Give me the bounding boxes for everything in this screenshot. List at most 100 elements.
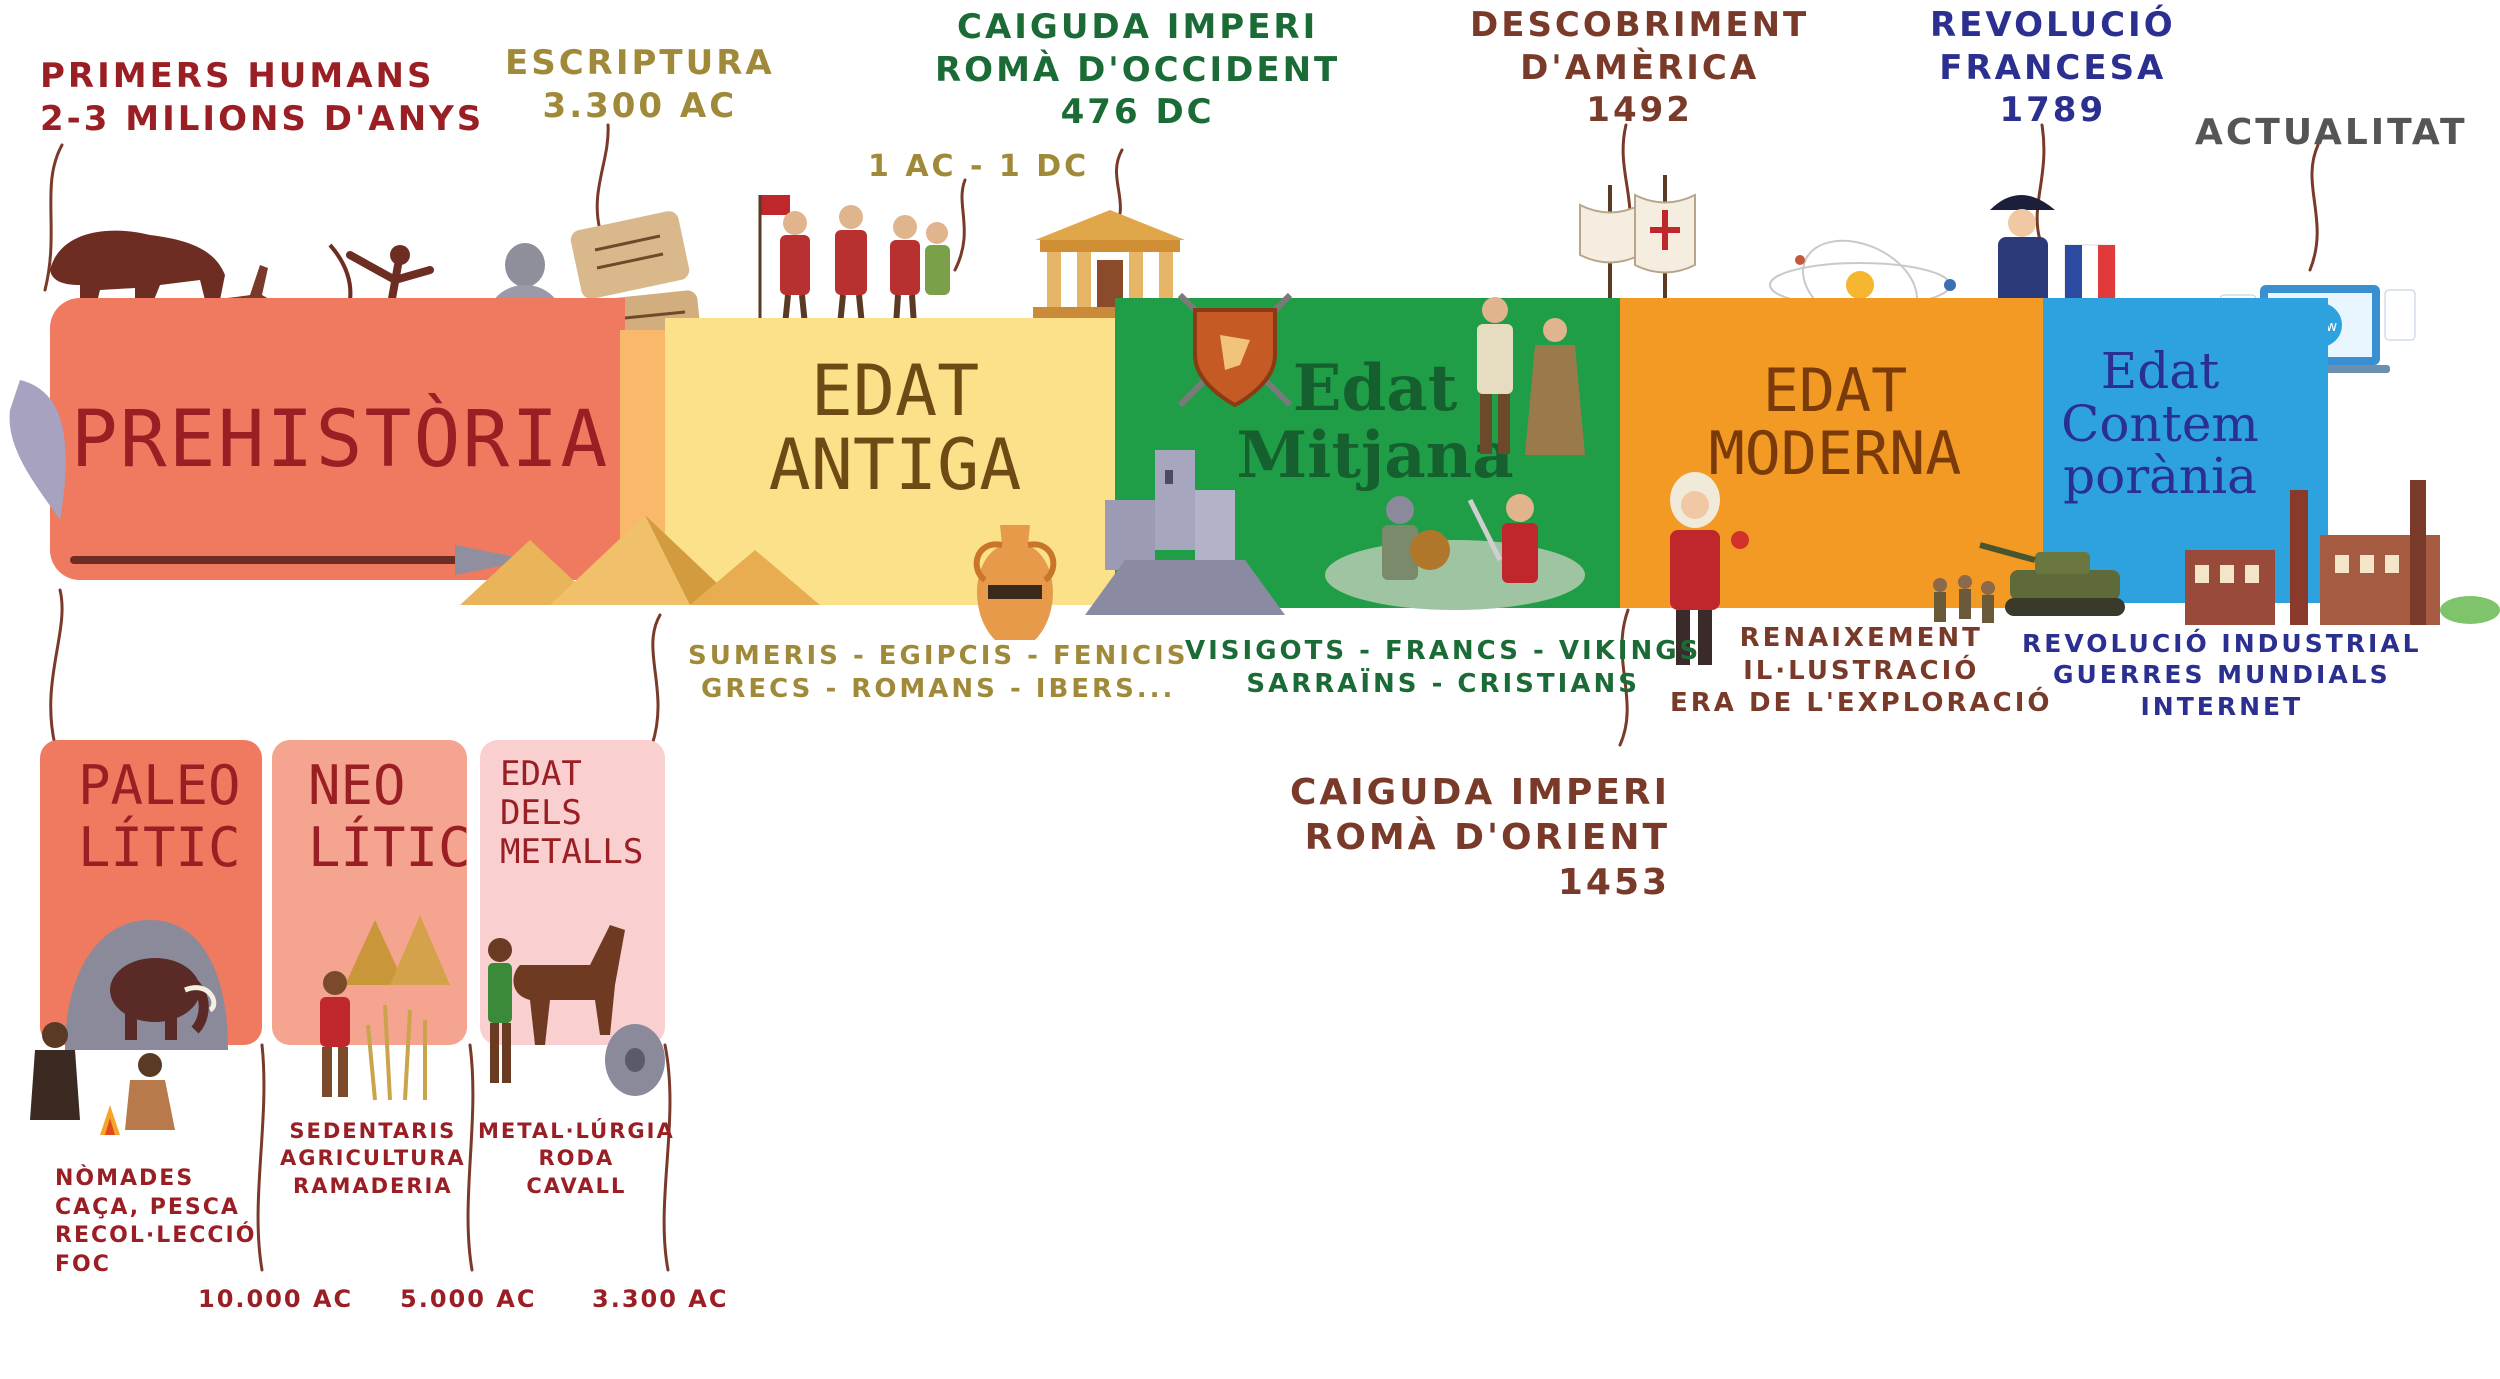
era-title-antiquity: EDAT ANTIGA: [695, 350, 1095, 502]
line-year-one: [953, 178, 967, 272]
desc-middle-ages-line1: Visigots - Francs - Vikings: [1185, 636, 1702, 666]
farmer-icon: [320, 971, 427, 1101]
metals-title-line1: EDAT: [500, 754, 582, 794]
subperiod-neolithic-title: NEO LÍTIC: [308, 754, 471, 880]
event-fall-west-line2: Romà d'Occident: [935, 49, 1341, 90]
cavemen-fire-icon: [30, 1022, 175, 1135]
event-fall-west: Caiguda imperi Romà d'Occident 476 DC: [935, 6, 1340, 134]
shield-crest-icon: [1177, 292, 1293, 408]
event-fall-east-line3: 1453: [1557, 862, 1671, 903]
desc-middle-ages-line2: Sarraïns - Cristians: [1246, 668, 1640, 699]
event-america-line2: d'Amèrica: [1520, 47, 1760, 88]
event-first-humans-line1: Primers humans: [40, 56, 435, 96]
desc-antiquity: Sumeris - Egipcis - Fenicis Grecs - Roma…: [688, 640, 1188, 705]
event-french-rev-line2: Francesa: [1939, 47, 2167, 88]
event-french-rev: Revolució Francesa 1789: [1930, 4, 2176, 132]
line-first-humans: [43, 143, 64, 292]
castle-icon: [1085, 450, 1285, 615]
desc-modern-line2: Il·lustració: [1743, 655, 1980, 686]
year-3300-ac: 3.300 AC: [592, 1285, 729, 1313]
neo-desc2: Agricultura: [280, 1146, 466, 1171]
paleo-desc3: Recol·lecció: [55, 1223, 257, 1249]
metals-desc3: Cavall: [526, 1173, 627, 1198]
desc-antiquity-line2: Grecs - Romans - Ibers...: [701, 673, 1176, 704]
event-fall-east: Caiguda imperi Romà d'Orient 1453: [1290, 770, 1670, 905]
neo-desc3: Ramaderia: [293, 1173, 453, 1198]
event-america-line1: Descobriment: [1470, 5, 1810, 45]
wheel-icon: [605, 1024, 665, 1096]
desc-contemporary-line2: Guerres mundials: [2052, 660, 2391, 690]
medieval-people-icon: [1477, 297, 1585, 455]
metals-title-line2: DELS: [500, 793, 582, 834]
subperiod-neolithic: [272, 740, 467, 1045]
line-5000: [466, 1043, 475, 1272]
desc-neolithic: Sedentaris Agricultura Ramaderia: [280, 1118, 466, 1200]
roman-soldiers-icon: [758, 195, 950, 326]
era-modern-line1: EDAT: [1762, 356, 1908, 426]
metals-desc1: Metal·lúrgia: [478, 1119, 675, 1143]
year-5000-ac: 5.000 AC: [400, 1285, 537, 1313]
line-french-rev: [2035, 123, 2046, 242]
era-contemporary-line3: porània: [2063, 447, 2257, 505]
desc-modern-line3: Era de l'exploració: [1670, 688, 2053, 718]
event-fall-east-line1: Caiguda imperi: [1290, 772, 1671, 813]
desc-modern-line1: Renaixement: [1739, 623, 1983, 653]
line-prehist-right: [650, 613, 662, 747]
era-modern-line2: MODERNA: [1708, 419, 1962, 489]
mammoth-cave-icon: [65, 920, 228, 1050]
newton-icon: [1670, 472, 1749, 665]
paleo-desc2: Caça, pesca: [55, 1194, 240, 1220]
paleo-desc1: Nòmades: [55, 1166, 195, 1191]
event-year-one: 1 AC - 1 DC: [868, 149, 1090, 184]
desc-metals: Metal·lúrgia Roda Cavall: [478, 1118, 675, 1200]
year-10000-ac: 10.000 AC: [198, 1285, 354, 1313]
metals-desc2: Roda: [538, 1146, 615, 1171]
paleo-title-line1: PALEO: [78, 754, 241, 817]
desc-middle-ages: Visigots - Francs - Vikings Sarraïns - C…: [1185, 635, 1701, 700]
band-prehistory: [50, 298, 625, 580]
era-contemporary-line2: Contem: [2061, 394, 2259, 453]
era-middle-ages-line1: Edat: [1292, 351, 1458, 426]
line-fall-east: [1618, 608, 1630, 747]
metals-title-line3: METALLS: [500, 832, 644, 873]
huts-icon: [345, 915, 450, 985]
desc-contemporary-line1: Revolució industrial: [2022, 629, 2422, 658]
factory-icon: [2185, 480, 2500, 625]
line-prehist-left: [49, 588, 64, 747]
era-middle-ages-line2: Mitjana: [1236, 418, 1514, 494]
paleo-title-line2: LÍTIC: [78, 816, 241, 880]
era-antiquity-line1: EDAT: [810, 350, 980, 432]
desc-contemporary-line3: Internet: [2140, 691, 2304, 721]
subperiod-metals-title: EDAT DELS METALLS: [500, 754, 644, 873]
event-writing: Escriptura 3.300 AC: [505, 42, 775, 127]
event-first-humans-line2: 2-3 milions d'anys: [40, 98, 485, 139]
stone-axe-icon: [9, 380, 66, 520]
desc-modern: Renaixement Il·lustració Era de l'explor…: [1670, 622, 2052, 720]
desc-antiquity-line1: Sumeris - Egipcis - Fenicis: [688, 641, 1189, 671]
line-writing: [595, 123, 610, 232]
event-america-line3: 1492: [1586, 90, 1693, 130]
tank-soldiers-icon: [1933, 542, 2125, 623]
era-title-middle-ages: Edat Mitjana: [1210, 351, 1540, 494]
pyramids-icon: [460, 515, 820, 605]
event-fall-west-line3: 476 DC: [1060, 92, 1215, 132]
desc-paleolithic: Nòmades Caça, pesca Recol·lecció Foc: [55, 1165, 256, 1279]
knights-fighting-icon: [1325, 494, 1585, 610]
neo-title-line1: NEO: [308, 754, 406, 817]
era-title-prehistory: PREHISTÒRIA: [70, 395, 610, 485]
neo-title-line2: LÍTIC: [308, 816, 471, 880]
event-today: Actualitat: [2195, 112, 2468, 153]
event-writing-line1: Escriptura: [505, 43, 775, 83]
era-title-contemporary: Edat Contem porània: [2055, 345, 2265, 503]
event-writing-line2: 3.300 AC: [542, 85, 738, 126]
horse-icon: [488, 925, 625, 1083]
paleo-desc4: Foc: [55, 1251, 111, 1277]
roman-temple-icon: [1033, 210, 1188, 319]
spear-icon: [70, 545, 530, 575]
amphora-icon: [973, 525, 1057, 640]
era-contemporary-line1: Edat: [2100, 342, 2220, 400]
event-fall-east-line2: Romà d'Orient: [1304, 817, 1671, 858]
event-french-rev-line3: 1789: [1999, 90, 2107, 130]
subperiod-paleolithic-title: PALEO LÍTIC: [78, 754, 241, 880]
